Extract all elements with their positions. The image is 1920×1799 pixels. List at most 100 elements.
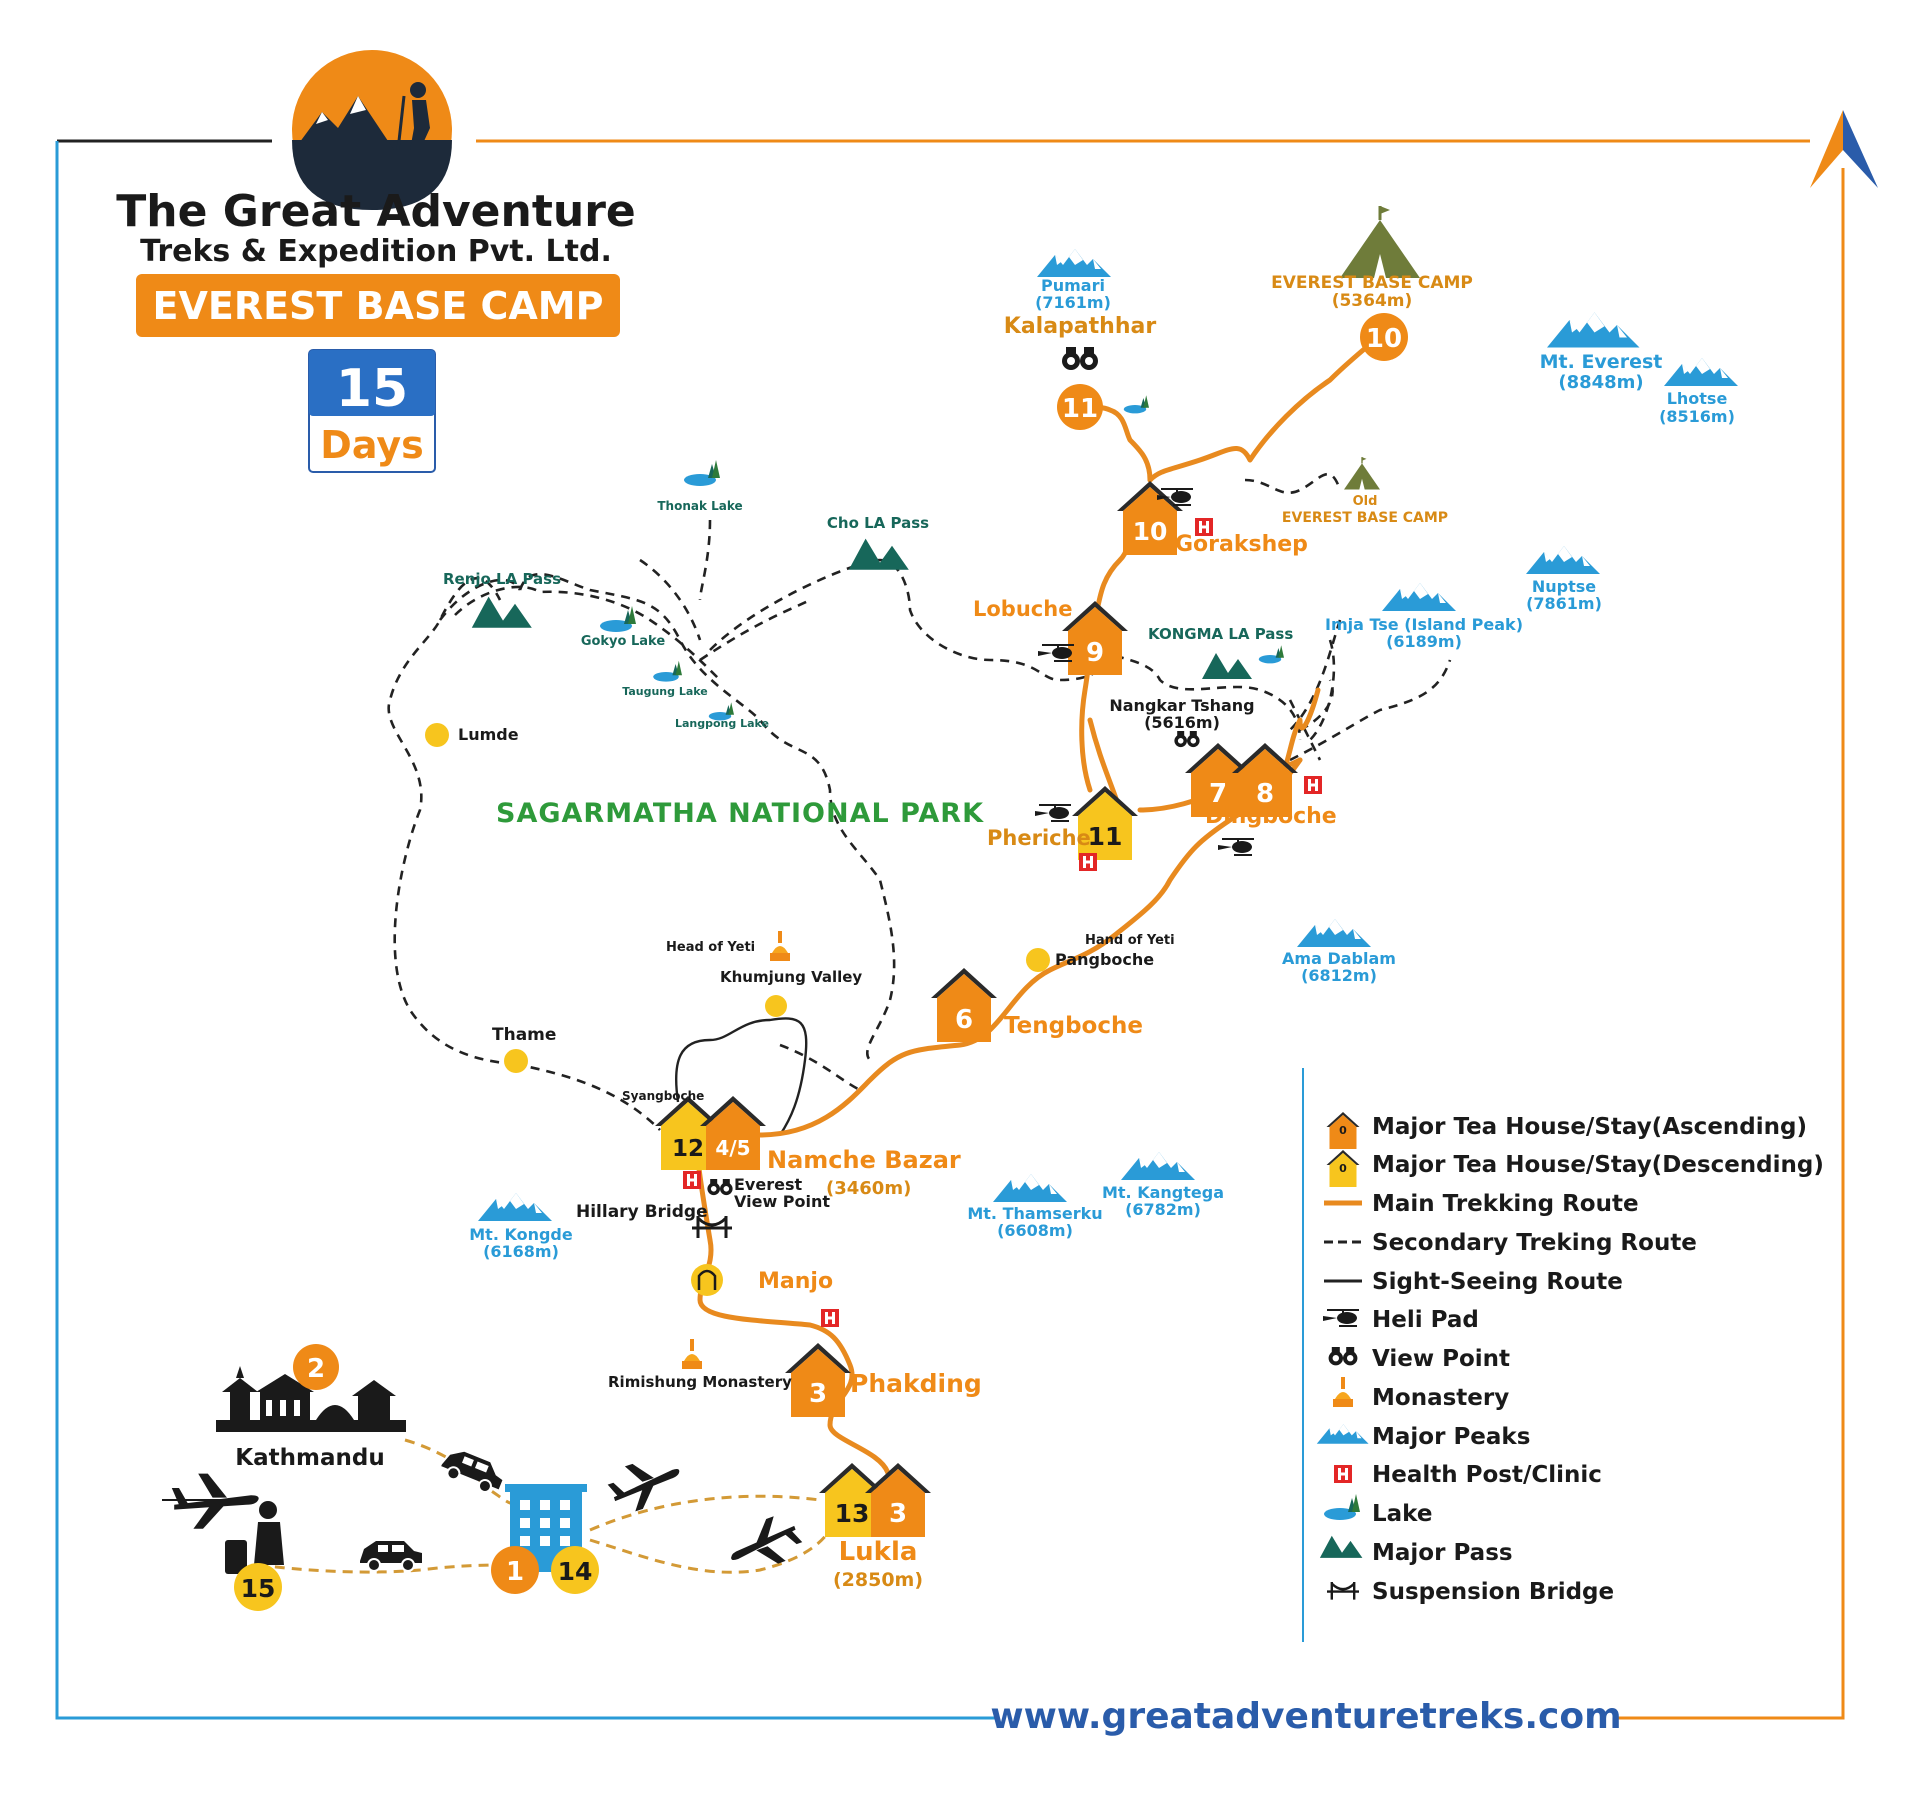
health-post-icon bbox=[821, 1309, 839, 1327]
label-nangkar-2: (5616m) bbox=[1144, 713, 1220, 732]
banner-background bbox=[136, 274, 620, 337]
badge-day-14: 14 bbox=[551, 1546, 599, 1594]
teahouse-namche-desc: 12 bbox=[655, 1096, 721, 1170]
label-everest-view-1: Everest bbox=[734, 1175, 802, 1194]
health-post-icon bbox=[1334, 1465, 1352, 1483]
svg-text:Health Post/Clinic: Health Post/Clinic bbox=[1372, 1462, 1602, 1488]
pass-icon-renjo bbox=[471, 596, 532, 628]
label-gorakshep: Gorakshep bbox=[1175, 532, 1308, 557]
label-ebc-1: EVEREST BASE CAMP bbox=[1271, 273, 1473, 293]
svg-text:10: 10 bbox=[1133, 517, 1168, 546]
label-namche-altitude: (3460m) bbox=[826, 1178, 911, 1199]
badge-day-15: 15 bbox=[234, 1563, 282, 1611]
legend-item: 0 Major Tea House/Stay(Descending) bbox=[1326, 1150, 1824, 1187]
duration-unit: Days bbox=[320, 423, 423, 467]
svg-text:Monastery: Monastery bbox=[1372, 1385, 1509, 1411]
legend-item: 0 Major Tea House/Stay(Ascending) bbox=[1326, 1112, 1807, 1149]
teahouse-dingboche-b: 8 bbox=[1232, 743, 1298, 817]
manjo-gate-icon bbox=[691, 1264, 723, 1296]
binoculars-icon bbox=[1328, 1347, 1358, 1366]
label-kathmandu: Kathmandu bbox=[235, 1445, 384, 1471]
svg-text:Major Tea House/Stay(Descendin: Major Tea House/Stay(Descending) bbox=[1372, 1152, 1824, 1178]
monastery-icon bbox=[682, 1339, 702, 1369]
lake-icon-gokyo bbox=[600, 606, 636, 632]
health-post-icon-pheriche bbox=[1079, 853, 1097, 871]
badge-day-2: 2 bbox=[293, 1344, 339, 1390]
peak-nuptse-alt: (7861m) bbox=[1526, 594, 1602, 613]
kathmandu-skyline-icon bbox=[216, 1366, 406, 1432]
car-icon bbox=[437, 1444, 508, 1498]
teahouse-descending-icon: 0 bbox=[1326, 1150, 1360, 1187]
label-ebc-2: (5364m) bbox=[1332, 291, 1413, 311]
binoculars-icon-namche bbox=[707, 1179, 733, 1196]
svg-text:0: 0 bbox=[1339, 1124, 1347, 1137]
park-label: SAGARMATHA NATIONAL PARK bbox=[496, 798, 984, 829]
helicopter-icon-dingboche bbox=[1217, 838, 1255, 856]
teahouse-dingboche-a: 7 bbox=[1185, 743, 1251, 817]
brand-logo bbox=[286, 50, 458, 220]
duration-number: 15 bbox=[336, 359, 408, 419]
label-khumjung: Khumjung Valley bbox=[720, 968, 862, 986]
monastery-icon bbox=[1333, 1377, 1353, 1407]
legend-item: Lake bbox=[1324, 1494, 1432, 1527]
peak-icon-pumari bbox=[1037, 249, 1111, 277]
ebc-tent-icon bbox=[1338, 204, 1422, 280]
peak-pumari-alt: (7161m) bbox=[1035, 293, 1111, 312]
svg-text:View Point: View Point bbox=[1372, 1346, 1510, 1372]
peak-icon-thamserku bbox=[993, 1174, 1067, 1202]
legend-item: Major Pass bbox=[1319, 1535, 1513, 1566]
stop-thame bbox=[504, 1049, 528, 1073]
label-tengboche: Tengboche bbox=[1004, 1013, 1143, 1039]
legend-item: Health Post/Clinic bbox=[1334, 1462, 1602, 1488]
label-everest-view-2: View Point bbox=[734, 1192, 830, 1211]
svg-text:Secondary Treking Route: Secondary Treking Route bbox=[1372, 1230, 1697, 1256]
peak-icon-lhotse bbox=[1664, 358, 1738, 386]
pass-icon bbox=[1319, 1535, 1363, 1558]
car-icon-2 bbox=[359, 1540, 423, 1572]
badge-day-10-ebc: 10 bbox=[1360, 313, 1408, 361]
duration-badge: 15 Days bbox=[308, 349, 436, 473]
health-post-icon-gorakshep bbox=[1195, 518, 1213, 536]
svg-text:3: 3 bbox=[889, 1499, 907, 1529]
bridge-icon bbox=[1325, 1580, 1361, 1601]
legend-item: Main Trekking Route bbox=[1324, 1191, 1639, 1217]
pass-icon-cho bbox=[848, 538, 909, 570]
peak-thamserku-alt: (6608m) bbox=[997, 1221, 1073, 1240]
label-kongma-pass: KONGMA LA Pass bbox=[1148, 625, 1293, 643]
lake-icon-kongma bbox=[1258, 645, 1284, 664]
peak-icon-kangtega bbox=[1121, 1152, 1195, 1180]
label-rimishung: Rimishung Monastery bbox=[608, 1373, 792, 1391]
label-hand-of-yeti: Hand of Yeti bbox=[1085, 933, 1175, 948]
helicopter-icon-pheriche bbox=[1034, 804, 1072, 822]
teahouse-phakding: 3 bbox=[785, 1343, 851, 1417]
label-cho-pass: Cho LA Pass bbox=[827, 514, 929, 532]
stop-lumde bbox=[425, 723, 449, 747]
svg-text:Main Trekking Route: Main Trekking Route bbox=[1372, 1191, 1639, 1217]
peak-kongde-name: Mt. Kongde bbox=[469, 1225, 573, 1244]
health-post-icon-dingboche bbox=[1304, 776, 1322, 794]
label-head-of-yeti: Head of Yeti bbox=[666, 940, 755, 955]
peak-kongde-alt: (6168m) bbox=[483, 1242, 559, 1261]
teahouse-ascending-icon: 0 bbox=[1326, 1112, 1360, 1149]
svg-text:9: 9 bbox=[1086, 638, 1104, 668]
legend-item: Major Peaks bbox=[1316, 1424, 1530, 1450]
label-kalapathhar: Kalapathhar bbox=[1004, 314, 1157, 339]
svg-text:0: 0 bbox=[1339, 1162, 1347, 1175]
sightseeing-route bbox=[674, 1017, 808, 1136]
secondary-routes bbox=[387, 473, 1452, 1131]
peak-everest-alt: (8848m) bbox=[1558, 372, 1643, 393]
website-link[interactable]: www.greatadventuretreks.com bbox=[990, 1696, 1621, 1737]
stop-pangboche bbox=[1026, 948, 1050, 972]
departure-traveler-icon bbox=[162, 1473, 284, 1574]
label-thonak-lake: Thonak Lake bbox=[657, 499, 742, 513]
peak-icon bbox=[1316, 1424, 1369, 1444]
label-old-ebc-1: Old bbox=[1353, 494, 1378, 509]
stop-khumjung bbox=[765, 995, 787, 1017]
svg-text:11: 11 bbox=[1088, 822, 1123, 851]
svg-text:Heli Pad: Heli Pad bbox=[1372, 1307, 1479, 1333]
legend-item: Sight-Seeing Route bbox=[1324, 1269, 1623, 1295]
peak-kangtega-alt: (6782m) bbox=[1125, 1200, 1201, 1219]
teahouse-lukla-asc: 3 bbox=[865, 1463, 931, 1537]
legend-item: Monastery bbox=[1333, 1377, 1509, 1411]
